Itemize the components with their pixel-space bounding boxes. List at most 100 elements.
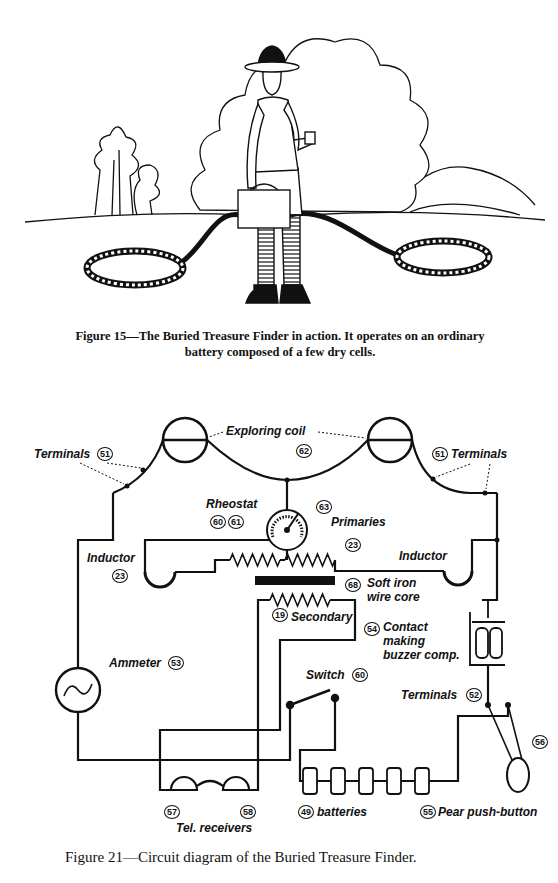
terminal-dot [431, 477, 436, 482]
callout-number: 55 [420, 805, 436, 819]
callout-number: 23 [112, 569, 128, 583]
inductor-symbol [444, 571, 472, 585]
terminal-dot [285, 478, 290, 483]
circuit-wire [175, 560, 230, 572]
circuit-wire [113, 440, 163, 493]
buzzer-symbol [472, 600, 505, 622]
telephone-receiver [197, 781, 223, 786]
battery-cell [359, 768, 373, 794]
exploring-loop [397, 241, 489, 273]
leader-line [436, 464, 490, 489]
ammeter-symbol [64, 684, 92, 696]
man-figure [305, 132, 315, 144]
coil-winding [285, 554, 335, 566]
exploring-loop [290, 213, 398, 255]
ammeter-symbol [56, 668, 100, 712]
callout-number: 51 [432, 447, 448, 461]
coil-winding [270, 594, 330, 606]
part-label: Ammeter [108, 656, 162, 670]
ammeter-symbol [56, 668, 100, 712]
callout-number: 53 [168, 656, 184, 670]
coil-winding [230, 554, 335, 606]
callout-number: 52 [466, 688, 482, 702]
buzzer-symbol [490, 628, 502, 658]
circuit-wire [207, 440, 368, 480]
callout-number: 56 [532, 735, 548, 749]
terminal-dot [141, 468, 146, 473]
landscape [305, 212, 545, 220]
push-button [507, 758, 529, 792]
terminal-dot [125, 468, 512, 709]
battery-cell [303, 768, 429, 794]
battery-cell [303, 768, 317, 794]
terminal-dot [483, 491, 488, 496]
figure-caption: Figure 21—Circuit diagram of the Buried … [65, 848, 417, 866]
landscape [25, 214, 245, 222]
callout-number: 54 [364, 622, 380, 636]
switch-symbol [287, 690, 338, 708]
callout-number: 51 [97, 447, 113, 461]
callout-number: 23 [345, 538, 361, 552]
circuit-wire [286, 480, 288, 510]
telephone-receiver [223, 777, 249, 790]
part-label: Terminals [450, 447, 508, 461]
terminal-dot [495, 538, 500, 543]
landscape [94, 127, 138, 215]
part-label: Inductor [86, 551, 136, 565]
man-figure [280, 285, 310, 303]
man-figure [263, 70, 281, 95]
part-label: Terminals [33, 447, 91, 461]
inductor-symbol [145, 572, 175, 587]
callout-number: 19 [272, 608, 288, 622]
circuit-wire [249, 600, 270, 790]
iron-core [255, 576, 335, 585]
exploring-loop [87, 251, 183, 285]
leader-line [80, 463, 141, 484]
callout-number: 58 [240, 805, 256, 819]
figure-caption: Figure 15—The Buried Treasure Finder in … [54, 328, 506, 360]
circuit-wire [78, 705, 290, 760]
cloud [191, 39, 429, 212]
battery-cell [415, 768, 429, 794]
part-label: batteries [316, 805, 368, 819]
coil-winding [230, 554, 280, 566]
callout-number: 61 [228, 515, 244, 529]
part-label: Inductor [398, 549, 448, 563]
buzzer-symbol [470, 600, 505, 665]
circuit-wire [78, 440, 522, 790]
part-label: Pear push-button [437, 805, 538, 819]
callout-number: 60 [210, 515, 226, 529]
callout-number: 60 [352, 668, 368, 682]
rheostat-symbol [267, 510, 307, 550]
callout-number: 63 [316, 500, 332, 514]
leader-line [80, 432, 490, 489]
telephone-receiver [171, 777, 249, 790]
man-figure [238, 46, 315, 303]
part-label: Secondary [290, 610, 353, 624]
battery-cell [387, 768, 401, 794]
exploring-loop [182, 215, 240, 262]
man-figure [250, 184, 278, 190]
circuit-wire [78, 493, 113, 668]
rheostat-symbol [267, 510, 307, 550]
callout-number: 68 [345, 578, 361, 592]
terminal-dot [505, 702, 511, 708]
part-label: Exploring coil [225, 424, 306, 438]
part-label: Tel. receivers [175, 821, 253, 835]
callout-number: 49 [298, 805, 314, 819]
battery-cell [331, 768, 345, 794]
man-figure [247, 104, 264, 188]
switch-symbol [332, 695, 338, 701]
circuit-wire [487, 665, 489, 705]
landscape [134, 165, 159, 215]
buzzer-symbol [476, 628, 488, 658]
circuit-wire [160, 600, 355, 790]
exploring-coil [163, 418, 412, 462]
landscape [112, 150, 120, 215]
callout-number: 62 [296, 444, 312, 458]
part-label: Primaries [330, 515, 387, 529]
callout-number: 57 [164, 805, 180, 819]
man-figure [238, 190, 290, 228]
telephone-receiver [171, 777, 197, 790]
